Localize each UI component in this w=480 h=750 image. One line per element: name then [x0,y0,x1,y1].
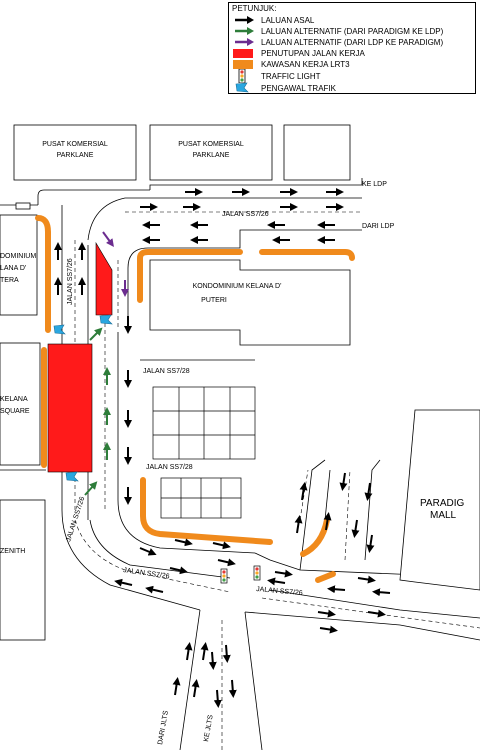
closure-kelana-square [47,343,93,473]
flag-icon [99,314,113,325]
legend-item-laluan-asal: LALUAN ASAL [233,15,314,25]
label-ss7-26-top: JALAN SS7/26 [222,211,269,218]
building-pusat-komersial-1 [13,124,137,181]
label-pusat-1-b: PARKLANE [57,152,94,159]
legend-item-traffic-light: TRAFFIC LIGHT [233,69,321,83]
label-kondo-left-a: DOMINIUM [0,253,36,260]
legend-item-alt-ldp-paradigm: LALUAN ALTERNATIF (DARI LDP KE PARADIGM) [233,37,443,47]
building-kelana-square [0,342,41,466]
closure-upper [95,241,113,316]
legend-item-alt-paradigm-ldp: LALUAN ALTERNATIF (DARI PARADIGM KE LDP) [233,26,443,36]
building-kondo-left [0,214,38,316]
traffic-lights [220,565,261,584]
legend-item-marshal: PENGAWAL TRAFIK [233,82,336,94]
building-zenith [0,499,46,641]
black-arrows [54,188,391,708]
building-paradigm [399,409,480,591]
traffic-light-icon [253,565,261,581]
label-ke-jlts: KE JLTS [203,714,215,742]
label-pusat-2-b: PARKLANE [193,152,230,159]
green-arrow-icon [235,27,254,35]
label-kondo-left-b: LANA D' [0,265,26,272]
traffic-marshals [53,314,113,482]
legend: PETUNJUK: LALUAN ASAL LALUAN ALTERNATIF … [228,2,476,94]
green-arrows [84,327,111,496]
building-small [283,124,351,181]
label-kelana-b: SQUARE [0,408,30,415]
label-dari-ldp: DARI LDP [362,223,395,230]
label-ss7-26-bottom-right: JALAN SS7/26 [256,586,303,597]
orange-box-icon [233,59,253,69]
label-paradigm-a: PARADIG [420,498,464,509]
flag-icon [235,82,249,93]
label-ss7-26-left: JALAN SS7/26 [67,258,74,305]
road-closures [47,241,113,473]
flag-icon [65,471,79,482]
label-paradigm-b: MALL [430,510,457,521]
purple-arrow-icon [235,38,254,46]
label-kondo-left-c: TERA [0,277,19,284]
red-box-icon [233,48,253,58]
structure [15,202,31,210]
label-kondo-kelana-b: PUTERI [201,297,227,304]
traffic-light-icon [238,69,246,83]
label-ke-ldp: KE LDP [362,181,387,188]
legend-item-lrt3: KAWASAN KERJA LRT3 [233,59,350,69]
traffic-light-icon [220,568,228,584]
legend-title: PETUNJUK: [232,4,277,13]
flag-icon [53,324,66,335]
label-kelana-a: KELANA [0,396,28,403]
parking-area [152,386,256,519]
black-arrow-icon [235,16,254,24]
building-kondo-kelana [149,259,351,346]
building-pusat-komersial-2 [149,124,273,181]
label-ss7-28-top: JALAN SS7/28 [143,368,190,375]
label-dari-jlts: DARI JLTS [157,710,170,746]
label-ss7-26-left-lower: JALAN SS7/26 [65,496,86,543]
label-pusat-2-a: PUSAT KOMERSIAL [178,141,244,148]
buildings [0,124,480,641]
label-kondo-kelana-a: KONDOMINIUM KELANA D' [193,283,282,290]
label-ss7-28-bottom: JALAN SS7/28 [146,464,193,471]
purple-arrows [102,231,129,297]
label-pusat-1-a: PUSAT KOMERSIAL [42,141,108,148]
legend-item-closure: PENUTUPAN JALAN KERJA [233,48,365,58]
label-zenith: ZENITH [0,548,25,555]
